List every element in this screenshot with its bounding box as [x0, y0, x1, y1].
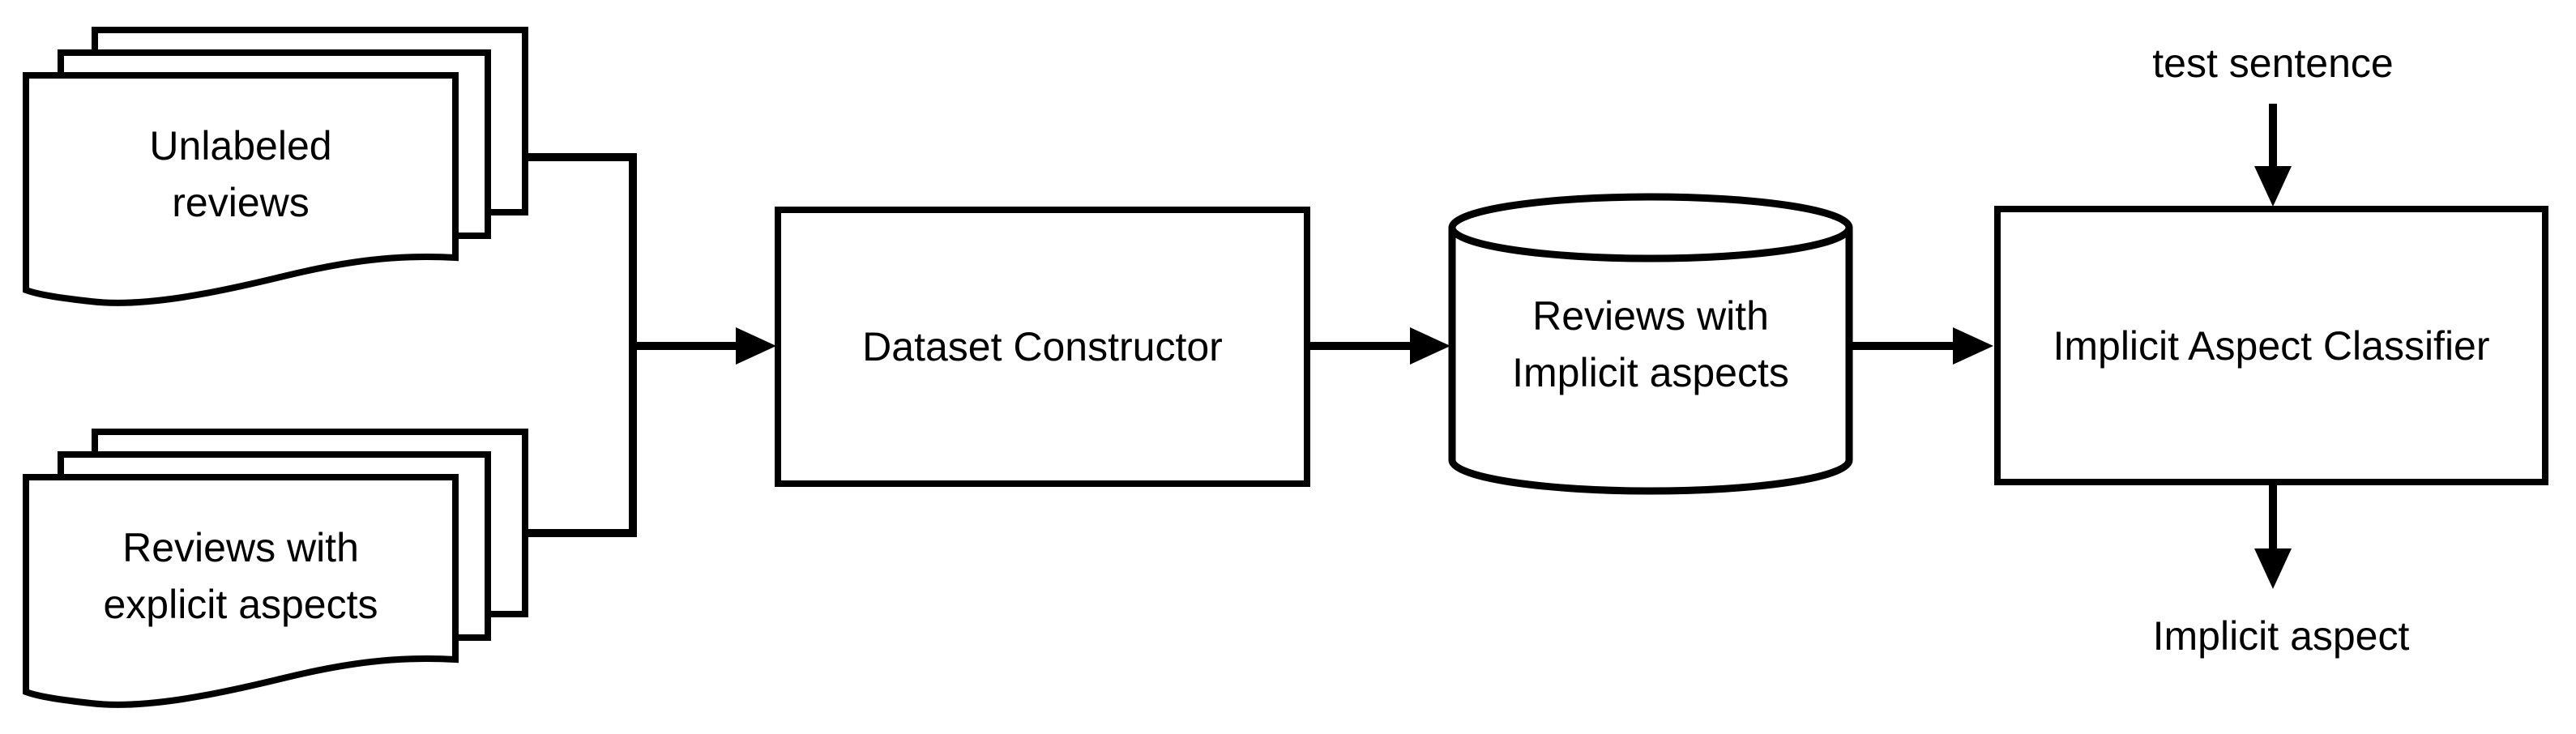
arrowhead-icon — [1410, 327, 1450, 365]
dataset-constructor-label: Dataset Constructor — [778, 210, 1307, 484]
arrowhead-icon — [1953, 327, 1993, 365]
unlabeled-reviews-label: Unlabeled reviews — [26, 117, 455, 231]
implicit-reviews-db-label: Reviews with Implicit aspects — [1452, 288, 1849, 401]
label-line: reviews — [172, 180, 310, 225]
dataset-constructor-box — [775, 207, 1310, 487]
arrow-constructor-to-database — [1307, 327, 1450, 365]
arrowhead-icon — [736, 327, 776, 365]
arrow-merge-to-dataset-constructor — [633, 327, 776, 365]
label-line: Reviews with — [122, 525, 359, 570]
cylinder-body — [1452, 228, 1849, 460]
explicit-reviews-label: Reviews with explicit aspects — [26, 519, 455, 633]
cylinder-top-ellipse — [1448, 193, 1853, 262]
explicit-reviews-document-stack-icon — [23, 429, 528, 708]
arrowhead-icon — [2254, 166, 2292, 207]
implicit-aspect-label: Implicit aspect — [2119, 595, 2443, 676]
label-line: Unlabeled — [149, 123, 332, 169]
stack-front-page — [23, 474, 459, 708]
test-sentence-label: test sentence — [2111, 23, 2435, 104]
label-line: test sentence — [2152, 41, 2394, 86]
cylinder-sides — [1448, 228, 1853, 460]
label-line: Implicit aspects — [1512, 350, 1789, 395]
stack-front-page — [23, 72, 459, 306]
label-line: Reviews with — [1532, 293, 1769, 339]
database-cylinder-icon — [1448, 193, 1853, 495]
label-line: Dataset Constructor — [862, 324, 1223, 369]
implicit-aspect-classifier-box — [1994, 206, 2548, 485]
label-line: Implicit aspect — [2152, 613, 2410, 659]
arrow-database-to-classifier — [1849, 327, 1993, 365]
arrowhead-icon — [2254, 548, 2292, 589]
merge-connector-line — [525, 153, 637, 537]
implicit-aspect-classifier-label: Implicit Aspect Classifier — [1997, 209, 2545, 482]
label-line: Implicit Aspect Classifier — [2053, 322, 2490, 369]
unlabeled-reviews-document-stack-icon — [23, 27, 528, 306]
arrow-classifier-to-implicit-aspect — [2254, 484, 2292, 589]
arrow-test-sentence-to-classifier — [2254, 104, 2292, 207]
label-line: explicit aspects — [103, 582, 378, 627]
